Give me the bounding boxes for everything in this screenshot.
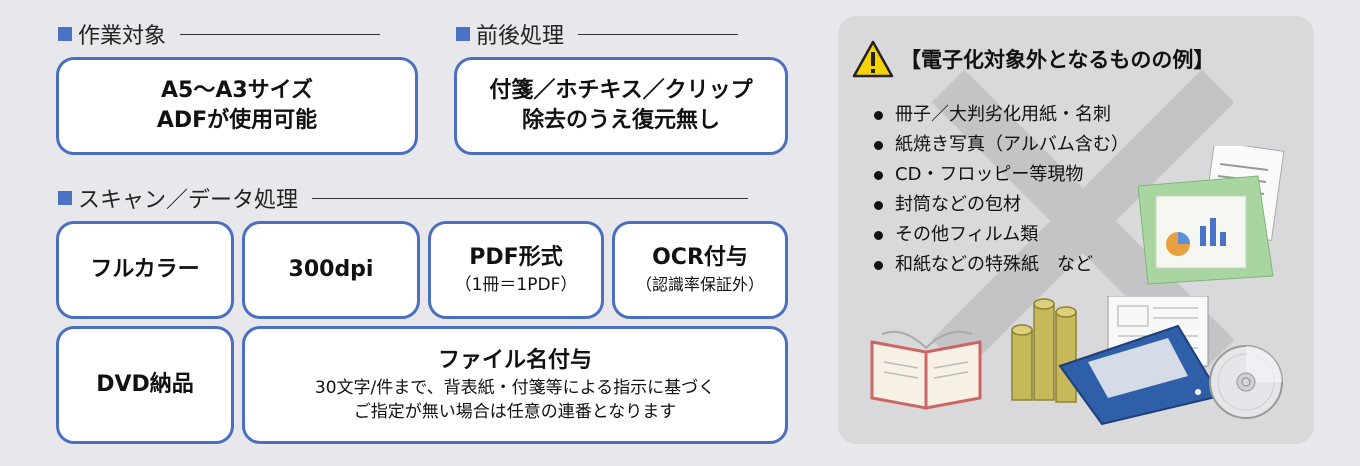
list-item-text: 封筒などの包材 xyxy=(895,194,1021,215)
bullet-icon xyxy=(874,230,883,240)
list-item: 紙焼き写真（アルバム含む） xyxy=(874,130,1129,160)
square-bullet-icon xyxy=(58,191,72,205)
filename-line-2: ご指定が無い場合は任意の連番となります xyxy=(353,402,677,422)
list-item-text: 紙焼き写真（アルバム含む） xyxy=(895,134,1129,155)
document-icon xyxy=(1138,146,1285,285)
dvd-box: DVD納品 xyxy=(56,326,234,444)
ocr-sub: （認識率保証外） xyxy=(635,275,764,294)
size-box: A5～A3サイズ ADFが使用可能 xyxy=(56,57,418,155)
section-title-scan-data: スキャン／データ処理 xyxy=(58,182,749,214)
section-title-work-target: 作業対象 xyxy=(58,18,381,50)
panel-title: 【電子化対象外となるものの例】 xyxy=(852,40,1214,78)
book-icon xyxy=(870,330,982,410)
list-item: CD・フロッピー等現物 xyxy=(874,160,1129,190)
pdf-sub: （1冊＝1PDF） xyxy=(454,275,578,295)
list-item-text: 冊子／大判劣化用紙・名刺 xyxy=(895,104,1111,125)
size-line-2: ADFが使用可能 xyxy=(156,108,318,133)
removal-box: 付箋／ホチキス／クリップ 除去のうえ復元無し xyxy=(454,57,788,155)
list-item-text: CD・フロッピー等現物 xyxy=(895,164,1084,185)
list-item: その他フィルム類 xyxy=(874,220,1129,250)
bullet-icon xyxy=(874,200,883,210)
ocr-box: OCR付与 （認識率保証外） xyxy=(612,221,788,319)
list-item: 和紙などの特殊紙 など xyxy=(874,250,1129,280)
removal-line-1: 付箋／ホチキス／クリップ xyxy=(489,78,753,103)
section-divider xyxy=(312,197,749,199)
square-bullet-icon xyxy=(58,27,72,41)
section-title-text: 作業対象 xyxy=(78,24,167,49)
folder-icon xyxy=(1058,296,1222,426)
bullet-icon xyxy=(874,140,883,150)
bullet-icon xyxy=(874,110,883,120)
excluded-items-panel: 【電子化対象外となるものの例】 冊子／大判劣化用紙・名刺 紙焼き写真（アルバム含… xyxy=(838,16,1314,444)
warning-icon xyxy=(852,40,894,78)
dpi-box: 300dpi xyxy=(242,221,420,319)
list-item-text: その他フィルム類 xyxy=(895,224,1039,245)
filename-line-1: 30文字/件まで、背表紙・付箋等による指示に基づく xyxy=(314,378,716,398)
panel-title-text: 【電子化対象外となるものの例】 xyxy=(900,48,1215,72)
ocr-title: OCR付与 xyxy=(652,245,748,270)
size-line-1: A5～A3サイズ xyxy=(160,78,313,103)
removal-line-2: 除去のうえ復元無し xyxy=(521,108,720,133)
square-bullet-icon xyxy=(456,27,470,41)
filename-box: ファイル名付与 30文字/件まで、背表紙・付箋等による指示に基づく ご指定が無い… xyxy=(242,326,788,444)
dvd-label: DVD納品 xyxy=(96,372,194,397)
section-title-text: 前後処理 xyxy=(476,24,565,49)
list-item: 封筒などの包材 xyxy=(874,190,1129,220)
fullcolor-box: フルカラー xyxy=(56,221,234,319)
section-title-pre-post: 前後処理 xyxy=(456,18,739,50)
list-item-text: 和紙などの特殊紙 など xyxy=(895,254,1093,275)
section-title-text: スキャン／データ処理 xyxy=(78,188,299,213)
pdf-title: PDF形式 xyxy=(469,245,563,270)
bullet-icon xyxy=(874,260,883,270)
excluded-list: 冊子／大判劣化用紙・名刺 紙焼き写真（アルバム含む） CD・フロッピー等現物 封… xyxy=(874,100,1129,280)
list-item: 冊子／大判劣化用紙・名刺 xyxy=(874,100,1129,130)
disc-icon xyxy=(1209,345,1283,419)
fullcolor-label: フルカラー xyxy=(90,257,200,282)
pdf-box: PDF形式 （1冊＝1PDF） xyxy=(428,221,604,319)
dpi-label: 300dpi xyxy=(288,257,374,282)
bullet-icon xyxy=(874,170,883,180)
section-divider xyxy=(578,33,739,35)
section-divider xyxy=(180,33,381,35)
filename-title: ファイル名付与 xyxy=(437,348,592,373)
